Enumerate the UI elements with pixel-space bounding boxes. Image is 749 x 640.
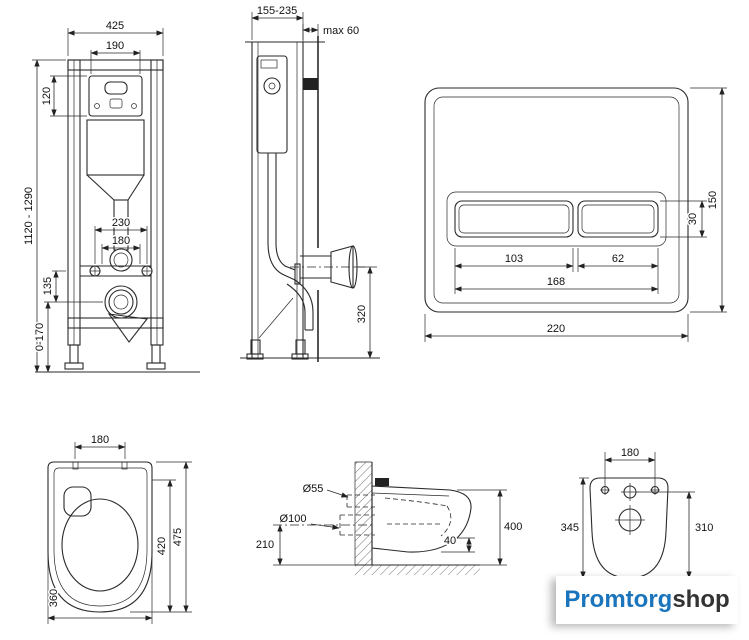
- bowl-back-drawing: [589, 477, 669, 579]
- frame-side-drawing: [240, 36, 380, 362]
- fixing-notch-right: [121, 461, 128, 470]
- dim-feet-range: 0-170: [34, 323, 46, 351]
- bowl-top-drawing: [47, 461, 153, 613]
- dim-inner-length: 420: [156, 537, 168, 555]
- bowl-side-dimensions: Ø55 Ø100 210 400 40: [254, 482, 524, 566]
- brand-logo-primary: Promtorg: [564, 586, 673, 613]
- dim-fixing-width: 180: [621, 447, 639, 459]
- dim-height-left: 345: [561, 522, 579, 534]
- inner-bowl: [61, 498, 139, 592]
- frame-front-view: 425 190 120 1120 - 1290 230 180 135: [22, 19, 200, 373]
- floor-hatch: [355, 565, 480, 575]
- dim-small-button-width: 62: [612, 253, 624, 265]
- dim-button-height: 30: [687, 213, 699, 225]
- plate-inner: [433, 96, 680, 304]
- dim-height-range: 1120 - 1290: [23, 187, 35, 245]
- foot-back: [295, 339, 306, 355]
- drain-chute: [107, 313, 149, 343]
- dim-total-width: 425: [106, 20, 124, 32]
- wall-hatch: [355, 462, 372, 565]
- dim-total-length: 475: [172, 528, 184, 546]
- foot-left: [69, 344, 79, 364]
- flush-elbow: [109, 248, 133, 272]
- brand-logo-secondary: shop: [672, 586, 730, 613]
- button-recess: [446, 191, 667, 247]
- wall-bracket: [303, 78, 318, 90]
- dim-plate-width: 220: [547, 323, 565, 335]
- dim-total-height: 400: [504, 521, 522, 533]
- dim-outlet-height: 320: [356, 305, 368, 323]
- flush-plate-drawing: [424, 87, 689, 313]
- dim-fixing-span: 230: [112, 217, 130, 229]
- bowl-side-view: Ø55 Ø100 210 400 40: [254, 461, 524, 575]
- dim-wall-bracket-max: max 60: [323, 25, 359, 37]
- dim-outlet-offset: 135: [42, 277, 54, 295]
- dim-drain-axis-height: 210: [256, 539, 274, 551]
- dim-inner-span: 180: [112, 235, 130, 247]
- flush-opening: [63, 486, 92, 517]
- seat-outline: [53, 467, 148, 607]
- bowl-side-drawing: [273, 461, 480, 575]
- dim-big-button-width: 103: [505, 253, 523, 265]
- dim-front-lip: 40: [444, 535, 456, 547]
- bowl-outline: [47, 461, 153, 613]
- frame-side-view: 155-235 max 60 320: [240, 4, 380, 362]
- small-flush-button: [577, 200, 659, 238]
- bowl-top-dimensions: 180 475 420 360: [47, 433, 192, 624]
- plate-outer: [424, 87, 689, 313]
- frame-front-drawing: [35, 59, 200, 373]
- foot-right: [151, 344, 161, 364]
- cistern: [86, 119, 145, 176]
- dim-control-box-height: 120: [41, 87, 53, 105]
- dim-buttons-total-width: 168: [547, 276, 565, 288]
- dim-flush-pipe-diameter: Ø55: [303, 483, 324, 495]
- cistern-side: [256, 55, 288, 154]
- frame-side-dimensions: 155-235 max 60 320: [251, 4, 377, 359]
- diagonal-strut: [258, 297, 294, 339]
- dim-plate-height: 150: [707, 191, 719, 209]
- frame-front-dimensions: 425 190 120 1120 - 1290 230 180 135: [22, 19, 164, 373]
- bowl-connector-flange: [294, 263, 301, 285]
- bowl-profile: [371, 485, 472, 553]
- dim-fixing-width: 180: [91, 434, 109, 446]
- flush-plate-dimensions: 30 150 103 62 168 220: [424, 87, 727, 342]
- dim-height-right: 310: [695, 522, 713, 534]
- trap-curve: [294, 279, 314, 330]
- big-flush-button: [454, 200, 574, 238]
- control-box: [88, 75, 143, 117]
- dim-control-box-width: 190: [106, 40, 124, 52]
- bowl-top-view: 180 475 420 360: [47, 433, 192, 624]
- bowl-back-dimensions: 180 345 310: [559, 446, 715, 579]
- flush-plate-view: 30 150 103 62 168 220: [424, 87, 727, 342]
- dim-drain-pipe-diameter: Ø100: [280, 513, 307, 525]
- bowl-back-outline: [589, 477, 669, 579]
- seat-hinge: [375, 478, 389, 486]
- drain-outlet: [104, 285, 138, 319]
- dim-bowl-width: 360: [48, 589, 60, 607]
- fixing-notch-left: [72, 461, 79, 470]
- inspection-port: [263, 77, 281, 95]
- frame-bottom-bar: [67, 317, 164, 329]
- frame-top-bar: [67, 59, 164, 71]
- dim-depth-range: 155-235: [257, 5, 297, 17]
